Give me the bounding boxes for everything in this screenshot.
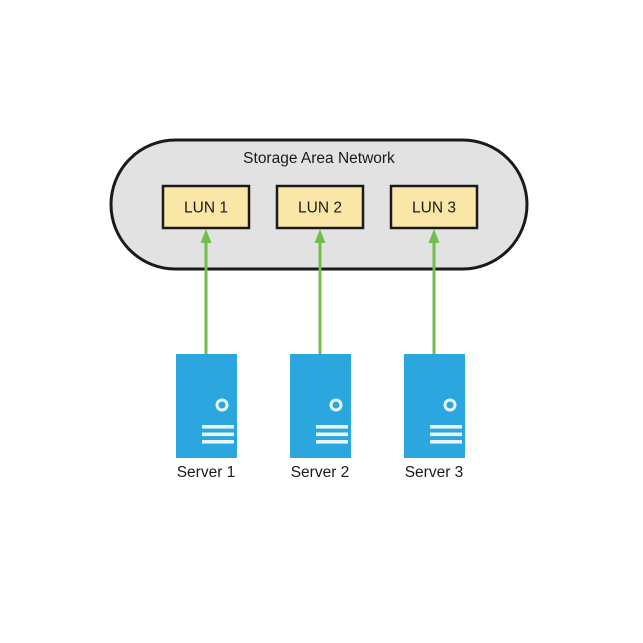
connector-arrow-server-3-to-lun-3[interactable] bbox=[428, 229, 440, 355]
server-3-label: Server 3 bbox=[405, 464, 464, 481]
connector-arrow-server-1-to-lun-1[interactable] bbox=[200, 229, 212, 355]
server-2-vent-slot-1-icon bbox=[316, 425, 348, 429]
lun-3-group[interactable]: LUN 3 bbox=[389, 184, 479, 230]
lun-1-label: LUN 1 bbox=[184, 200, 228, 217]
server-1-group[interactable]: Server 1 bbox=[176, 354, 237, 481]
server-2-vent-slot-2-icon bbox=[316, 432, 348, 437]
server-3-vent-slot-2-icon bbox=[430, 432, 462, 437]
lun-2-box[interactable] bbox=[275, 184, 365, 230]
lun-3-box[interactable] bbox=[389, 184, 479, 230]
storage-area-network-title: Storage Area Network bbox=[243, 150, 395, 167]
lun-3-label: LUN 3 bbox=[412, 200, 456, 217]
lun-2-group[interactable]: LUN 2 bbox=[275, 184, 365, 230]
server-2-label: Server 2 bbox=[291, 464, 350, 481]
server-1-vent-slot-3-icon bbox=[202, 440, 234, 444]
arrowhead-1 bbox=[200, 229, 212, 243]
server-1-label: Server 1 bbox=[177, 464, 236, 481]
server-1-vent-slot-1-icon bbox=[202, 425, 234, 429]
server-3-power-led-icon bbox=[443, 398, 457, 412]
server-1-vent-slot-2-icon bbox=[202, 432, 234, 437]
server-3-vent-slot-3-icon bbox=[430, 440, 462, 444]
server-2-vent-slot-3-icon bbox=[316, 440, 348, 444]
server-3-vent-slot-1-icon bbox=[430, 425, 462, 429]
lun-2-label: LUN 2 bbox=[298, 200, 342, 217]
lun-1-box[interactable] bbox=[161, 184, 251, 230]
server-2-power-led-icon bbox=[329, 398, 343, 412]
server-1-power-led-icon bbox=[215, 398, 229, 412]
lun-1-group[interactable]: LUN 1 bbox=[161, 184, 251, 230]
arrowhead-3 bbox=[428, 229, 440, 243]
connector-arrow-server-2-to-lun-2[interactable] bbox=[314, 229, 326, 355]
arrowhead-2 bbox=[314, 229, 326, 243]
server-3-group[interactable]: Server 3 bbox=[404, 354, 465, 481]
server-2-group[interactable]: Server 2 bbox=[290, 354, 351, 481]
